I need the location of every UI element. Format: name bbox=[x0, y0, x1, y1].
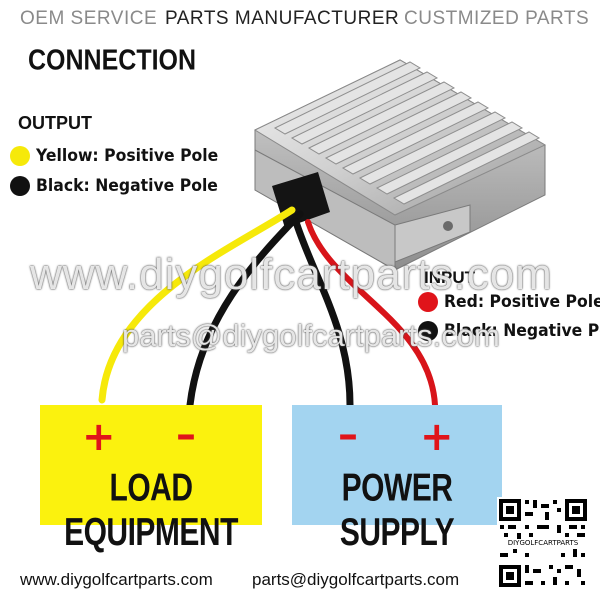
top-banner: OEM SERVICE PARTS MANUFACTURER CUSTMIZED… bbox=[0, 0, 600, 40]
input-red-label: Red: Positive Pole bbox=[444, 292, 600, 312]
load-equipment-label: LOAD EQUIPMENT bbox=[64, 466, 238, 554]
banner-customized-parts: CUSTMIZED PARTS bbox=[404, 8, 590, 29]
qr-code-graphic bbox=[497, 497, 589, 589]
input-black-label: Black: Negative Pole bbox=[444, 321, 600, 341]
power-minus-sign: – bbox=[338, 412, 358, 458]
input-legend-black: Black: Negative Pole bbox=[418, 321, 600, 341]
qr-caption: DIYGOLFCARTPARTS bbox=[507, 539, 579, 547]
watermark-website: www.diygolfcartparts.com bbox=[30, 250, 553, 299]
red-dot-icon bbox=[418, 292, 438, 312]
footer-website[interactable]: www.diygolfcartparts.com bbox=[20, 570, 213, 589]
banner-oem-service: OEM SERVICE bbox=[20, 8, 158, 29]
output-yellow-label: Yellow: Positive Pole bbox=[36, 146, 219, 166]
yellow-dot-icon bbox=[10, 146, 30, 166]
input-heading: INPUT bbox=[424, 268, 475, 287]
load-plus-sign: + bbox=[82, 414, 116, 460]
black-output-wire bbox=[186, 210, 304, 409]
black-dot-icon bbox=[10, 176, 30, 196]
output-black-label: Black: Negative Pole bbox=[36, 176, 218, 196]
yellow-wire bbox=[98, 206, 296, 404]
converter-housing bbox=[253, 59, 547, 271]
output-legend-yellow: Yellow: Positive Pole bbox=[10, 146, 234, 166]
black-dot-icon bbox=[418, 321, 438, 341]
diagram-title: CONNECTION bbox=[28, 44, 197, 77]
footer-email[interactable]: parts@diygolfcartparts.com bbox=[252, 570, 460, 589]
input-legend-red: Red: Positive Pole bbox=[418, 292, 600, 312]
power-supply-label: POWER SUPPLY bbox=[339, 466, 455, 554]
output-heading: OUTPUT bbox=[18, 113, 92, 133]
output-legend-black: Black: Negative Pole bbox=[10, 176, 234, 196]
power-supply-box: – + POWER SUPPLY bbox=[292, 405, 502, 554]
qr-code: DIYGOLFCARTPARTS bbox=[497, 497, 589, 589]
load-minus-sign: – bbox=[176, 412, 196, 458]
watermark-email: parts@diygolfcartparts.com bbox=[122, 318, 500, 353]
banner-parts-manufacturer: PARTS MANUFACTURER bbox=[165, 8, 400, 29]
power-plus-sign: + bbox=[420, 414, 454, 460]
red-wire bbox=[305, 219, 438, 408]
black-input-wire bbox=[292, 218, 354, 409]
load-equipment-box: + – LOAD EQUIPMENT bbox=[40, 405, 262, 554]
wires bbox=[98, 206, 438, 409]
